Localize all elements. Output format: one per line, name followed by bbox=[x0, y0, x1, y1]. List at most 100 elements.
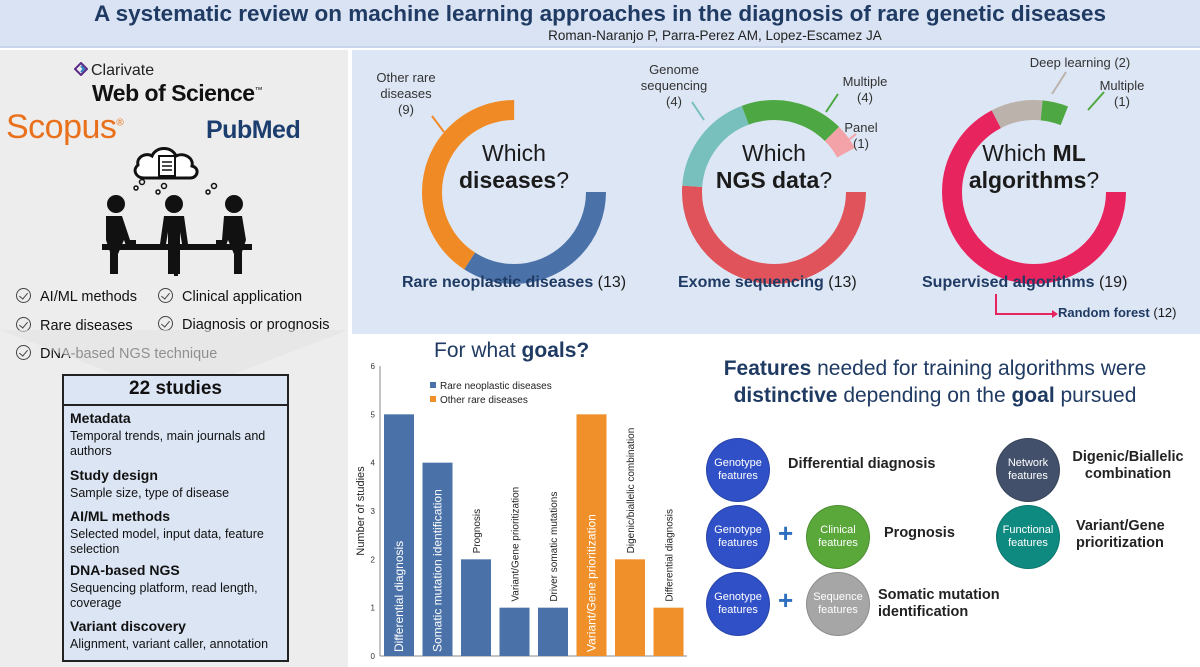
bar-category-label: Somatic mutation identification bbox=[431, 489, 445, 652]
main-label-count: (13) bbox=[597, 274, 627, 291]
main-label-count: (13) bbox=[828, 274, 857, 291]
features-title-rest: needed for training algorithms were bbox=[811, 357, 1147, 380]
authors-line: Roman-Naranjo P, Parra-Perez AM, Lopez-E… bbox=[548, 28, 882, 43]
plus-icon: + bbox=[778, 585, 794, 615]
y-tick-label: 3 bbox=[371, 507, 376, 516]
callout-line bbox=[825, 93, 839, 113]
section-heading-metadata: Metadata bbox=[70, 410, 131, 426]
check-circle-icon bbox=[16, 345, 31, 360]
feature-circle-genotype: Genotype features bbox=[706, 438, 770, 502]
criterion-label: Clinical application bbox=[182, 289, 303, 305]
goal-prognosis: Prognosis bbox=[884, 525, 955, 541]
legend-label: Rare neoplastic diseases bbox=[440, 381, 552, 392]
section-text-metadata: Temporal trends, main journals and autho… bbox=[70, 429, 266, 458]
section-text-ai-ml: Selected model, input data, feature sele… bbox=[70, 527, 264, 556]
check-circle-icon bbox=[158, 288, 173, 303]
scopus-text: Scopus bbox=[6, 108, 117, 146]
features-title-end: pursued bbox=[1054, 384, 1137, 407]
donut-3-center: Which ML algorithms? bbox=[968, 140, 1100, 194]
people-icon bbox=[102, 195, 252, 276]
bar bbox=[422, 462, 453, 656]
callout-count: (4) bbox=[857, 90, 873, 105]
callout-multiple-ml: Multiple (1) bbox=[1092, 78, 1152, 110]
random-forest-label: Random forest (12) bbox=[1058, 305, 1176, 320]
callout-multiple-ngs: Multiple (4) bbox=[832, 74, 898, 106]
center-text: Which bbox=[742, 140, 806, 166]
callout-count: (1) bbox=[853, 136, 869, 151]
legend-swatch bbox=[430, 396, 436, 402]
clarivate-logo: Clarivate bbox=[73, 61, 154, 80]
chart-title: For what goals? bbox=[434, 339, 589, 363]
bar-category-label: Variant/Gene prioritization bbox=[511, 487, 522, 602]
main-label-bold: Rare neoplastic diseases bbox=[402, 274, 594, 291]
callout-label: Multiple bbox=[1099, 78, 1145, 93]
section-text-dna-ngs: Sequencing platform, read length, covera… bbox=[70, 581, 258, 610]
bar-category-label: Driver somatic mutations bbox=[549, 492, 560, 602]
section-heading-study-design: Study design bbox=[70, 467, 158, 483]
collaboration-icon bbox=[102, 147, 252, 276]
clarivate-mark-icon bbox=[73, 61, 89, 77]
center-text: Which bbox=[982, 140, 1047, 166]
bar-category-label: Prognosis bbox=[472, 509, 483, 553]
bar bbox=[615, 559, 645, 656]
plus-icon: + bbox=[778, 518, 794, 548]
callout-label: Panel bbox=[844, 120, 878, 135]
check-circle-icon bbox=[16, 288, 31, 303]
criterion-label: AI/ML methods bbox=[40, 289, 137, 305]
bar bbox=[538, 607, 568, 656]
bar bbox=[499, 607, 530, 656]
feature-circle-functional: Functional features bbox=[996, 505, 1060, 569]
features-title-bold-2: goal bbox=[1011, 384, 1055, 407]
callout-label: Multiple bbox=[842, 74, 888, 89]
arrow-head-icon bbox=[1052, 310, 1058, 318]
callout-line bbox=[1087, 91, 1105, 111]
bar-category-label: Differential diagnosis bbox=[392, 541, 406, 652]
callout-panel: Panel (1) bbox=[840, 120, 882, 152]
y-tick-label: 5 bbox=[371, 410, 376, 419]
check-circle-icon bbox=[158, 316, 173, 331]
feature-circle-clinical: Clinical features bbox=[806, 505, 870, 569]
callout-deep-learning: Deep learning (2) bbox=[1028, 55, 1132, 71]
feature-circle-genotype: Genotype features bbox=[706, 572, 770, 636]
callout-count: (2) bbox=[1114, 55, 1131, 70]
features-title-line2: distinctive depending on the goal pursue… bbox=[700, 384, 1170, 408]
bar bbox=[576, 414, 607, 656]
pubmed-logo: PubMed bbox=[206, 116, 301, 145]
bar bbox=[653, 607, 684, 656]
donut-segment bbox=[682, 100, 866, 284]
scopus-registered: ® bbox=[116, 117, 124, 129]
divider bbox=[64, 404, 287, 406]
callout-count: (4) bbox=[666, 94, 682, 109]
callout-label: Other rare diseases bbox=[376, 70, 436, 101]
section-text-variant-discovery: Alignment, variant caller, annotation bbox=[70, 637, 269, 651]
features-title-bold: Features bbox=[723, 357, 812, 380]
goal-differential-diagnosis: Differential diagnosis bbox=[788, 456, 936, 472]
callout-label: Deep learning bbox=[1029, 55, 1111, 70]
wos-logo: Web of Science™ bbox=[92, 80, 263, 107]
pubmed-text-b: Med bbox=[251, 116, 301, 144]
bar-category-label: Digenic/biallelic combination bbox=[626, 428, 637, 554]
features-title-line1: Features needed for training algorithms … bbox=[700, 357, 1170, 381]
features-title-bold-1: distinctive bbox=[733, 384, 838, 407]
pubmed-text-a: Pub bbox=[206, 116, 252, 144]
feature-circle-genotype: Genotype features bbox=[706, 505, 770, 569]
donut-2-center: Which NGS data? bbox=[708, 140, 840, 194]
y-tick-label: 0 bbox=[371, 652, 376, 661]
center-bold: diseases bbox=[459, 167, 557, 193]
center-question: ? bbox=[1086, 167, 1100, 193]
criterion-label: Diagnosis or prognosis bbox=[182, 317, 330, 333]
donut-charts bbox=[422, 71, 1126, 318]
criterion-clinical-application: Clinical application bbox=[158, 288, 302, 305]
chart-title-b: goals? bbox=[521, 339, 590, 362]
bar-category-label: Differential diagnosis bbox=[665, 509, 676, 602]
scopus-logo: Scopus® bbox=[6, 108, 124, 147]
random-forest-bold: Random forest bbox=[1058, 305, 1150, 320]
donut-segment bbox=[942, 100, 1126, 284]
bar bbox=[461, 559, 491, 656]
features-title-mid: depending on the bbox=[837, 384, 1012, 407]
cloud-document-icon bbox=[133, 147, 199, 180]
random-forest-arrow bbox=[995, 294, 1052, 315]
callout-other-rare-diseases: Other rare diseases (9) bbox=[370, 70, 442, 118]
callout-genome-sequencing: Genome sequencing (4) bbox=[630, 62, 718, 110]
